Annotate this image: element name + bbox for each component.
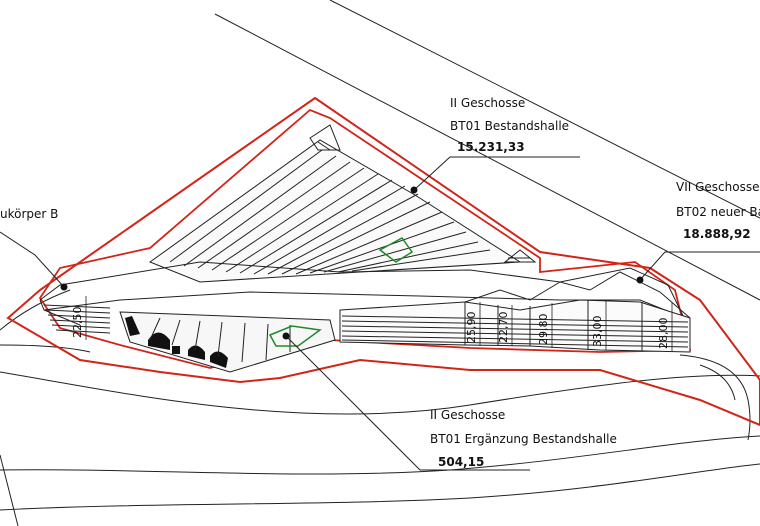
label-bt02-name: BT02 neuer Ba: [676, 205, 760, 219]
label-baukoerper-b-text: ukörper B: [0, 207, 58, 221]
dim-label-2: 25,90: [465, 312, 478, 344]
label-bt02-area: 18.888,92: [683, 227, 751, 241]
label-baukoerper-b: ukörper B: [0, 207, 58, 221]
label-bt02-floors: VII Geschosse: [676, 180, 759, 194]
dimension-lines: [85, 296, 673, 352]
dim-label-4: 29,80: [537, 314, 550, 346]
roof-shed-lines: [169, 149, 491, 275]
property-boundary: [6, 96, 760, 427]
slab-block-left: [43, 304, 111, 334]
label-bt01-ext: II Geschosse BT01 Ergänzung Bestandshall…: [430, 408, 617, 469]
bt01-hall: [148, 124, 537, 283]
dimension-labels: 22,50 25,90 22,70 29,80 33,00 28,00: [71, 307, 670, 350]
label-bt01-name: BT01 Bestandshalle: [450, 119, 569, 133]
dim-label-6: 28,00: [657, 318, 670, 350]
spine-building: [39, 261, 691, 331]
label-bt01-ext-area: 504,15: [438, 455, 484, 469]
dim-label-3: 22,70: [497, 312, 510, 344]
dim-label-1: 22,50: [71, 307, 84, 339]
label-bt01-main: II Geschosse BT01 Bestandshalle 15.231,3…: [450, 96, 569, 154]
label-bt01-area: 15.231,33: [457, 140, 525, 154]
label-bt02: VII Geschosse BT02 neuer Ba 18.888,92: [676, 180, 760, 241]
green-marker-upper: [378, 237, 414, 263]
label-bt01-floors: II Geschosse: [450, 96, 525, 110]
green-marker-lower: [268, 325, 322, 347]
leader-dots: [60, 186, 644, 340]
dim-label-5: 33,00: [591, 316, 604, 348]
bt02-slabs: [339, 271, 691, 353]
label-bt01-ext-name: BT01 Ergänzung Bestandshalle: [430, 432, 617, 446]
lower-structure: [119, 311, 336, 373]
leader-lines: [0, 156, 760, 471]
label-bt01-ext-floors: II Geschosse: [430, 408, 505, 422]
